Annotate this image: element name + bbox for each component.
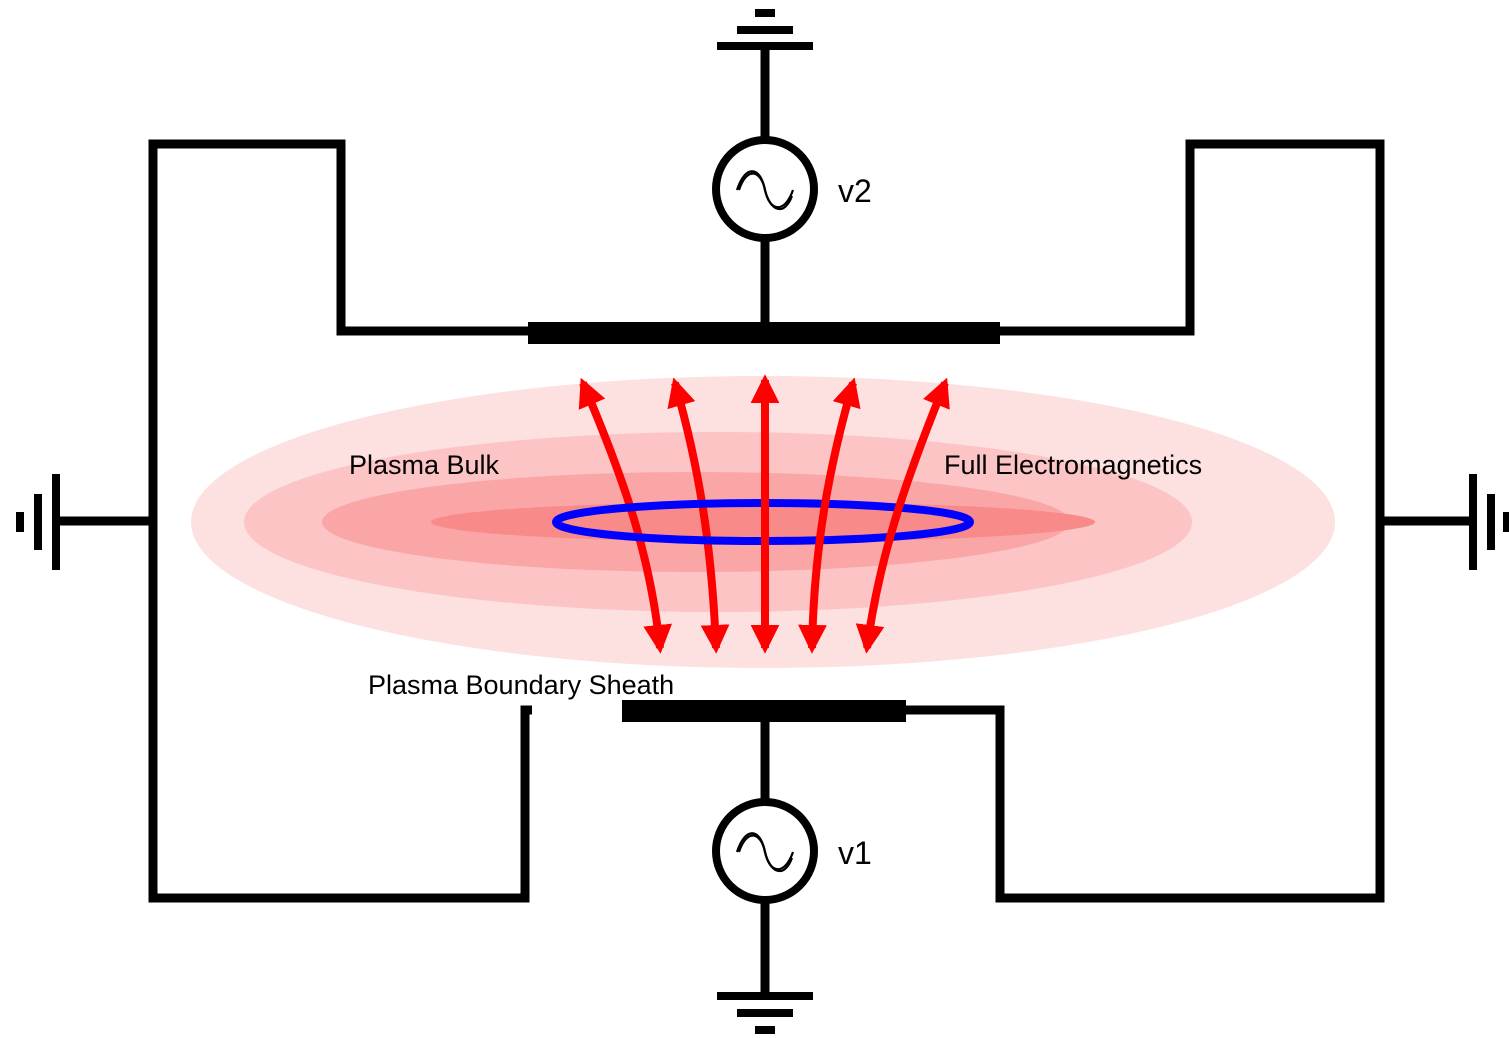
sheath-label: Plasma Boundary Sheath [368, 670, 674, 700]
plasma-bulk-label: Plasma Bulk [349, 450, 500, 480]
field-arrows [578, 377, 730, 654]
full-em-label: Full Electromagnetics [944, 450, 1202, 480]
field-arrow-4 [798, 377, 861, 654]
bottom-source-label: v1 [838, 835, 872, 871]
top-ac-source-icon [712, 136, 818, 242]
field-arrow-2 [667, 377, 730, 654]
left-ground-icon [16, 474, 60, 570]
right-ground-icon [1469, 474, 1509, 570]
bottom-ac-source-icon [712, 798, 818, 904]
top-source-label: v2 [838, 173, 872, 209]
field-arrows-front [750, 374, 950, 654]
bottom-ground-icon [717, 992, 813, 1034]
field-arrow-1 [578, 377, 672, 654]
field-arrow-5 [855, 377, 950, 654]
top-ground-icon [717, 9, 813, 50]
